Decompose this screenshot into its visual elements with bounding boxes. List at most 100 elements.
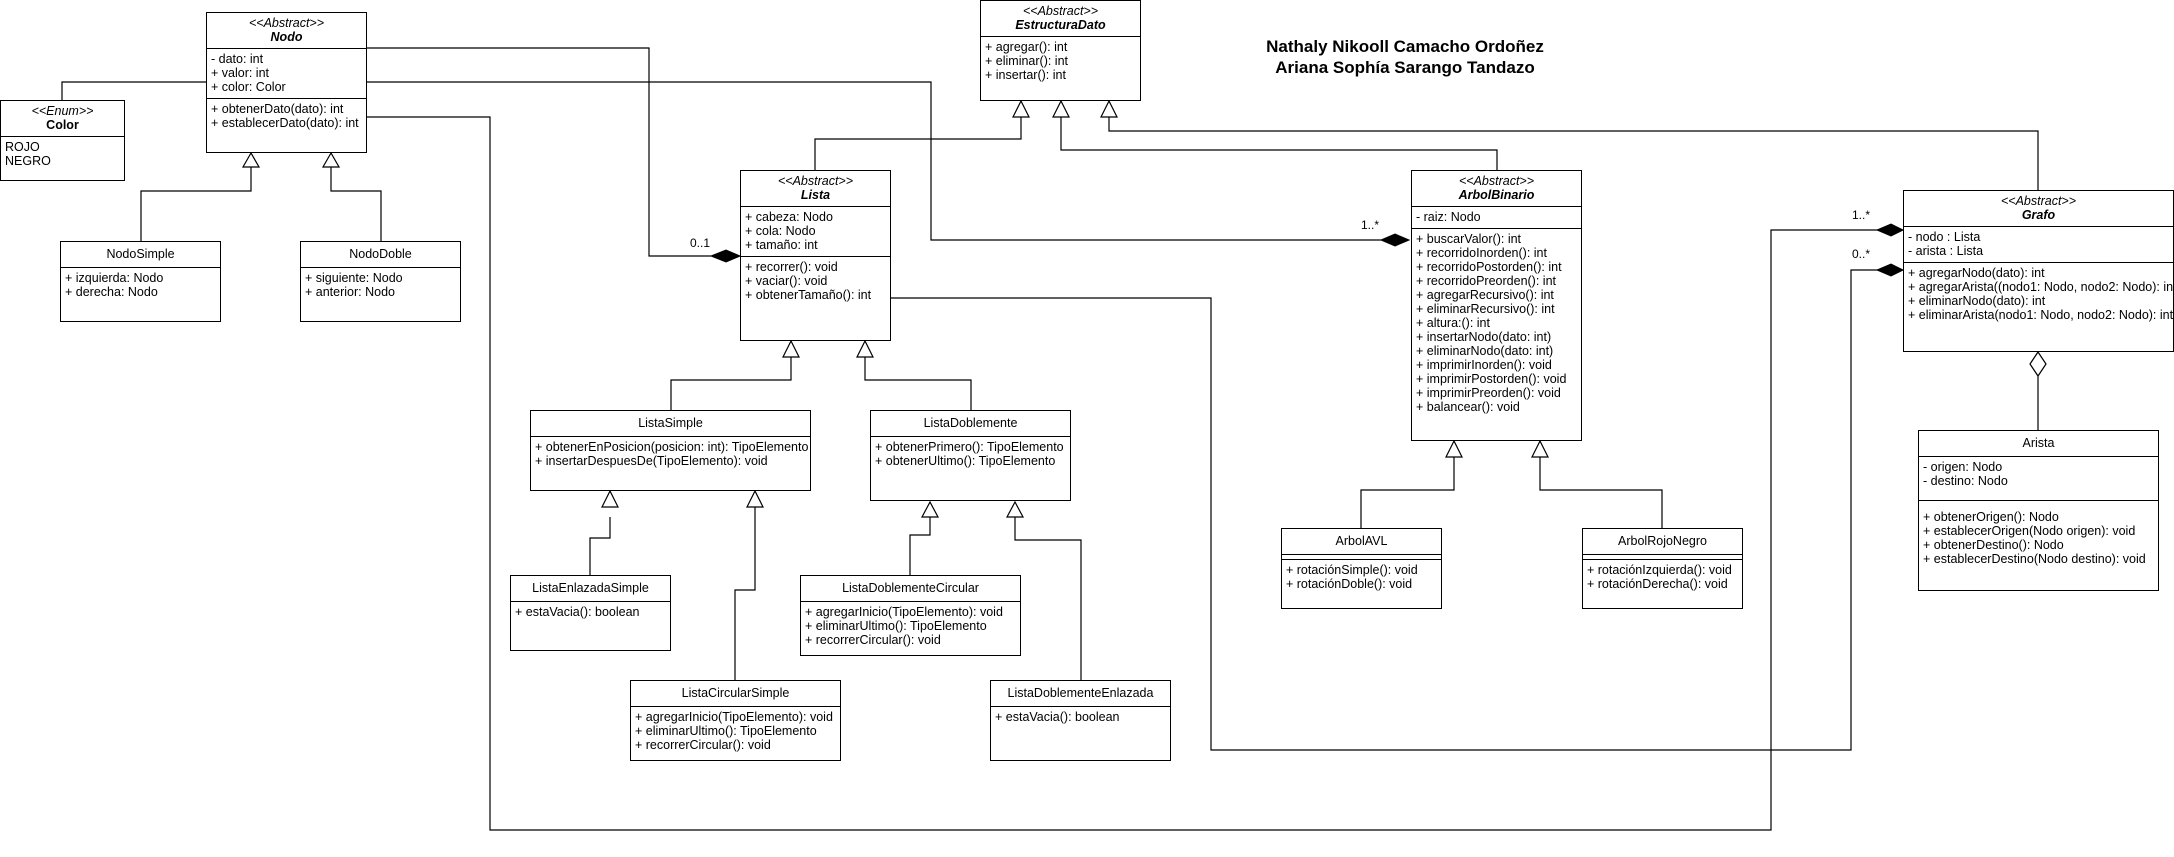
stereotype-label: <<Abstract>>: [248, 16, 325, 30]
class-lista[interactable]: <<Abstract>>Lista + cabeza: Nodo + cola:…: [740, 170, 891, 341]
empty-attributes-section: [1282, 555, 1441, 560]
class-name: Lista: [800, 188, 831, 202]
class-arista[interactable]: Arista - origen: Nodo - destino: Nodo + …: [1918, 430, 2159, 591]
nodo-lista-line: [366, 47, 711, 257]
grafo-composition-diamond-2: [1875, 263, 1905, 277]
class-name: Arista: [2022, 436, 2055, 450]
attribute: + cabeza: Nodo: [745, 210, 833, 224]
nodo-grafo-line: [366, 116, 1880, 831]
class-name: ListaDoblementeCircular: [842, 581, 979, 595]
nodo-inherit-arrow-1: [241, 151, 261, 168]
method: + obtenerPrimero(): TipoElemento: [875, 440, 1064, 454]
stereotype-label: <<Abstract>>: [2000, 194, 2077, 208]
listacircularsimple-inherit-line: [734, 506, 756, 680]
listadoblementeenlazada-inherit-line: [1014, 517, 1082, 680]
lista-composition-diamond: [709, 249, 742, 263]
attribute: - dato: int: [211, 52, 264, 66]
nododoble-inherit-line: [330, 167, 382, 241]
class-name: ListaEnlazadaSimple: [532, 581, 649, 595]
method: + rotaciónDerecha(): void: [1587, 577, 1728, 591]
method: + agregarRecursivo(): int: [1416, 288, 1554, 302]
attribute: - arista : Lista: [1908, 244, 1984, 258]
listadoblemente-inherit-arrow-2: [1006, 500, 1024, 518]
stereotype-label: <<Abstract>>: [1022, 4, 1099, 18]
listasimple-inherit-arrow-2: [746, 489, 764, 508]
method: + agregar(): int: [985, 40, 1068, 54]
enum-value: ROJO: [5, 140, 40, 154]
multiplicity-grafo-top: 1..*: [1852, 208, 1871, 222]
method: + estaVacia(): boolean: [515, 605, 640, 619]
lista-inherit-estructura: [814, 117, 1022, 170]
attribute: - raiz: Nodo: [1416, 210, 1481, 224]
class-lista-enlazada-simple[interactable]: ListaEnlazadaSimple + estaVacia(): boole…: [510, 575, 671, 651]
listadoblemente-inherit-line: [864, 357, 972, 410]
method: + eliminarUltimo(): TipoElemento: [805, 619, 987, 633]
method: + establecerDato(dato): int: [211, 116, 359, 130]
method: + rotaciónSimple(): void: [1286, 563, 1418, 577]
class-name: ArbolBinario: [1458, 188, 1535, 202]
class-name: ListaDoblementeEnlazada: [1007, 686, 1154, 700]
class-color-enum[interactable]: <<Enum>>Color ROJO NEGRO: [0, 100, 125, 181]
class-arbol-binario[interactable]: <<Abstract>>ArbolBinario - raiz: Nodo + …: [1411, 170, 1582, 441]
method: + eliminar(): int: [985, 54, 1069, 68]
class-name: Color: [46, 118, 79, 132]
method: + altura:(): int: [1416, 316, 1490, 330]
class-name: NodoSimple: [106, 247, 175, 261]
author-1: Nathaly Nikooll Camacho Ordoñez: [1266, 37, 1544, 56]
stereotype-label: <<Abstract>>: [1458, 174, 1535, 188]
class-name: EstructuraDato: [1015, 18, 1106, 32]
class-name: ListaSimple: [638, 416, 703, 430]
class-nodo-doble[interactable]: NodoDoble + siguiente: Nodo + anterior: …: [300, 241, 461, 322]
lista-inherit-arrow-1: [782, 339, 800, 358]
nodosimple-inherit-line: [140, 167, 252, 241]
class-name: ListaDoblemente: [923, 416, 1018, 430]
method: + agregarInicio(TipoElemento): void: [635, 710, 833, 724]
multiplicity-arbol-nodo: 1..*: [1361, 218, 1380, 232]
nodo-color-link: [61, 81, 206, 100]
class-lista-simple[interactable]: ListaSimple + obtenerEnPosicion(posicion…: [530, 410, 811, 491]
class-arbol-avl[interactable]: ArbolAVL + rotaciónSimple(): void + rota…: [1281, 528, 1442, 609]
listadoblemente-inherit-arrow-1: [921, 500, 939, 518]
grafo-aggregation-diamond: [2029, 350, 2047, 378]
class-name: ArbolRojoNegro: [1618, 534, 1707, 548]
lista-grafo-line: [889, 269, 1880, 751]
arbol-inherit-arrow-1: [1445, 439, 1463, 458]
method: + agregarNodo(dato): int: [1908, 266, 2045, 280]
method: + recorrerCircular(): void: [805, 633, 941, 647]
attribute: + tamaño: int: [745, 238, 818, 252]
attribute: + valor: int: [211, 66, 270, 80]
class-lista-circular-simple[interactable]: ListaCircularSimple + agregarInicio(Tipo…: [630, 680, 841, 761]
class-lista-doblemente[interactable]: ListaDoblemente + obtenerPrimero(): Tipo…: [870, 410, 1071, 501]
listasimple-inherit-arrow-1: [601, 489, 619, 508]
attribute: + izquierda: Nodo: [65, 271, 164, 285]
method: + obtenerOrigen(): Nodo: [1923, 510, 2059, 524]
arbol-composition-diamond: [1379, 233, 1411, 247]
method: + insertar(): int: [985, 68, 1066, 82]
class-lista-doblemente-circular[interactable]: ListaDoblementeCircular + agregarInicio(…: [800, 575, 1021, 656]
attribute: + siguiente: Nodo: [305, 271, 403, 285]
attribute: + color: Color: [211, 80, 286, 94]
empty-attributes-section: [1583, 555, 1742, 560]
class-estructura-dato[interactable]: <<Abstract>>EstructuraDato + agregar(): …: [980, 0, 1141, 101]
method: + rotaciónIzquierda(): void: [1587, 563, 1732, 577]
method: + recorridoPreorden(): int: [1416, 274, 1556, 288]
method: + insertarDespuesDe(TipoElemento): void: [535, 454, 768, 468]
class-lista-doblemente-enlazada[interactable]: ListaDoblementeEnlazada + estaVacia(): b…: [990, 680, 1171, 761]
method: + imprimirPostorden(): void: [1416, 372, 1567, 386]
grafo-composition-diamond-1: [1875, 223, 1905, 237]
listaenlazadasimple-inherit-line: [589, 517, 611, 575]
listadoblementecircular-inherit-line: [909, 517, 931, 575]
class-nodo[interactable]: <<Abstract>>Nodo - dato: int + valor: in…: [206, 12, 367, 153]
arbolavl-inherit-line: [1360, 457, 1455, 528]
class-nodo-simple[interactable]: NodoSimple + izquierda: Nodo + derecha: …: [60, 241, 221, 322]
author-2: Ariana Sophía Sarango Tandazo: [1275, 58, 1535, 77]
class-arbol-rojo-negro[interactable]: ArbolRojoNegro + rotaciónIzquierda(): vo…: [1582, 528, 1743, 609]
class-name: NodoDoble: [349, 247, 412, 261]
method: + obtenerTamaño(): int: [745, 288, 872, 302]
class-grafo[interactable]: <<Abstract>>Grafo - nodo : Lista - arist…: [1903, 190, 2174, 352]
method: + recorrer(): void: [745, 260, 838, 274]
arbol-inherit-arrow-2: [1531, 439, 1549, 458]
estructura-inherit-arrow-3: [1100, 99, 1118, 118]
method: + vaciar(): void: [745, 274, 828, 288]
method: + obtenerUltimo(): TipoElemento: [875, 454, 1056, 468]
